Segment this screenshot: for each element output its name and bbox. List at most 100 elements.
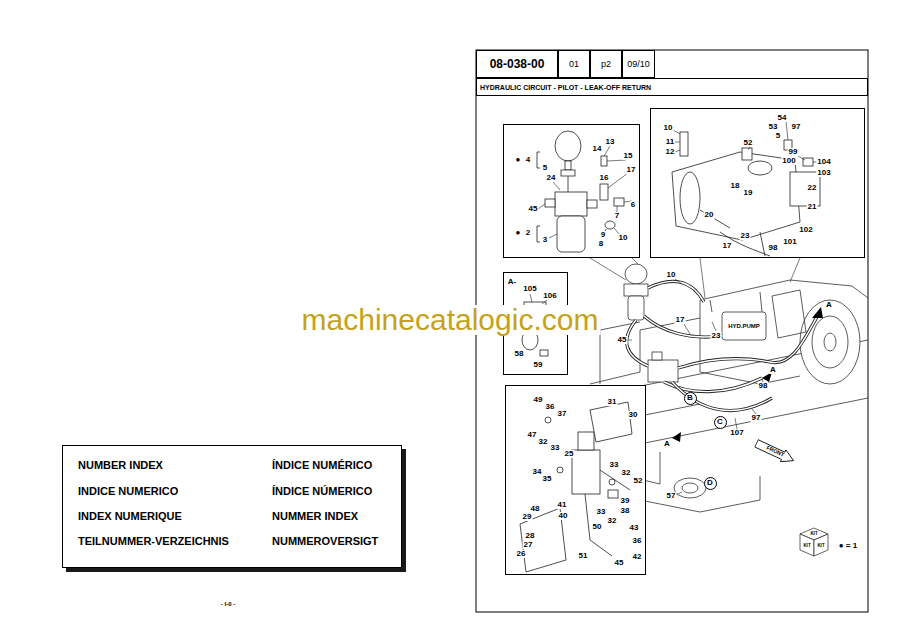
callout-number: 31 xyxy=(607,398,618,406)
callout-number: 43 xyxy=(629,524,640,532)
callout-number: 20 xyxy=(704,211,715,219)
accumulator-filter-detail xyxy=(555,192,587,216)
valve-detail xyxy=(545,417,551,423)
callout-number: 103 xyxy=(816,169,831,177)
hydraulic-hose xyxy=(627,320,648,366)
callout-number: ● xyxy=(515,229,522,237)
machine-frame xyxy=(700,280,868,300)
hydraulic-hose xyxy=(648,281,704,302)
callout-number: 25 xyxy=(564,450,575,458)
header-cell: 01 xyxy=(558,50,590,78)
machine-frame xyxy=(824,333,836,351)
hydraulic-hose xyxy=(678,312,820,368)
callout-number: 47 xyxy=(527,431,538,439)
callout-number: 32 xyxy=(607,517,618,525)
machine-frame xyxy=(772,290,806,338)
callout-number: 2 xyxy=(525,229,531,237)
pump-detail xyxy=(720,232,770,256)
callout-number: 52 xyxy=(743,139,754,147)
callout-number: 107 xyxy=(729,429,744,437)
callout-number: 49 xyxy=(533,396,544,404)
accumulator-filter-detail xyxy=(537,131,632,252)
pump-detail xyxy=(760,232,765,256)
callout-number: 105 xyxy=(522,285,537,293)
callout-number: 41 xyxy=(557,501,568,509)
leader-line xyxy=(627,279,716,340)
callout-number: 36 xyxy=(632,537,643,545)
callout-number: 10 xyxy=(618,234,629,242)
accumulator-filter-detail xyxy=(561,170,575,176)
accumulator-filter-detail xyxy=(587,200,597,208)
reference-circle: B xyxy=(684,392,697,405)
accumulator-filter-detail xyxy=(568,176,569,192)
valve-detail xyxy=(590,402,632,442)
callout-number: 45 xyxy=(617,336,628,344)
callout-number: 13 xyxy=(605,138,616,146)
callout-number: 18 xyxy=(730,182,741,190)
machine-frame xyxy=(624,284,648,296)
pump-detail xyxy=(748,161,772,175)
index-heading: NUMMER INDEX xyxy=(272,511,358,522)
machine-frame xyxy=(628,296,644,320)
callout-number: 58 xyxy=(514,350,525,358)
kit-icon xyxy=(800,528,828,556)
callout-number: 32 xyxy=(538,438,549,446)
callout-number: 32 xyxy=(621,469,632,477)
reference-circle: C xyxy=(714,416,727,429)
index-heading: INDEX NUMERIQUE xyxy=(78,511,182,522)
valve-detail xyxy=(572,450,600,494)
flow-arrowhead xyxy=(672,307,823,442)
header-cell: 08-038-00 xyxy=(476,50,558,78)
index-heading: TEILNUMMER-VERZEICHNIS xyxy=(78,536,229,547)
machine-frame xyxy=(625,264,647,284)
kit-text: KIT xyxy=(816,544,825,549)
leader-line xyxy=(676,378,763,495)
kit-text: KIT xyxy=(809,532,818,537)
machine-frame xyxy=(812,316,848,368)
index-heading: ÍNDICE NUMÉRICO xyxy=(272,460,372,471)
hydraulic-hose xyxy=(672,382,772,411)
callout-number: 12 xyxy=(665,148,676,156)
callout-number: 51 xyxy=(578,552,589,560)
revision: 01 xyxy=(569,60,579,69)
machine-frame xyxy=(722,312,766,340)
callout-number: 33 xyxy=(550,444,561,452)
callout-number: 59 xyxy=(533,361,544,369)
callout-number: A- xyxy=(507,278,517,286)
reference-letter: C xyxy=(717,418,723,426)
accumulator-filter-detail xyxy=(545,199,555,207)
detail-inset-ground xyxy=(503,124,640,258)
index-heading: ÍNDICE NÚMERICO xyxy=(272,486,372,497)
pump-detail xyxy=(672,121,820,256)
callout-number: 106 xyxy=(542,292,557,300)
callout-number: 53 xyxy=(768,123,779,131)
connection-letter: A xyxy=(769,366,777,374)
callout-number: 104 xyxy=(816,158,831,166)
page-code: 08-038-00 xyxy=(490,58,545,70)
kit-legend: ● = 1 xyxy=(838,542,858,550)
callout-number: 97 xyxy=(751,414,762,422)
flow-arrowhead xyxy=(672,432,681,442)
callout-number: 17 xyxy=(626,166,637,174)
callout-number: 19 xyxy=(743,189,754,197)
pump-detail xyxy=(672,152,800,240)
callout-number: 11 xyxy=(665,138,675,146)
date: 09/10 xyxy=(627,60,650,69)
accumulator-filter-detail xyxy=(538,146,632,239)
pump-detail xyxy=(803,158,813,166)
callout-number: 52 xyxy=(633,477,644,485)
hydraulic-hose xyxy=(648,281,704,302)
valve-detail xyxy=(578,432,594,450)
callout-number: 37 xyxy=(557,410,568,418)
callout-number: 29 xyxy=(522,513,533,521)
valve-detail xyxy=(609,479,615,485)
callout-number: ● xyxy=(515,156,522,164)
page-number: - I-0 - xyxy=(220,601,236,607)
pump-detail xyxy=(680,172,700,224)
page-number: p2 xyxy=(601,60,611,69)
machine-frame xyxy=(590,318,700,384)
title-band: HYDRAULIC CIRCUIT - PILOT - LEAK-OFF RET… xyxy=(476,78,868,96)
callout-number: 23 xyxy=(740,232,751,240)
kit-text: KIT xyxy=(802,544,811,549)
valve-detail xyxy=(585,494,612,556)
